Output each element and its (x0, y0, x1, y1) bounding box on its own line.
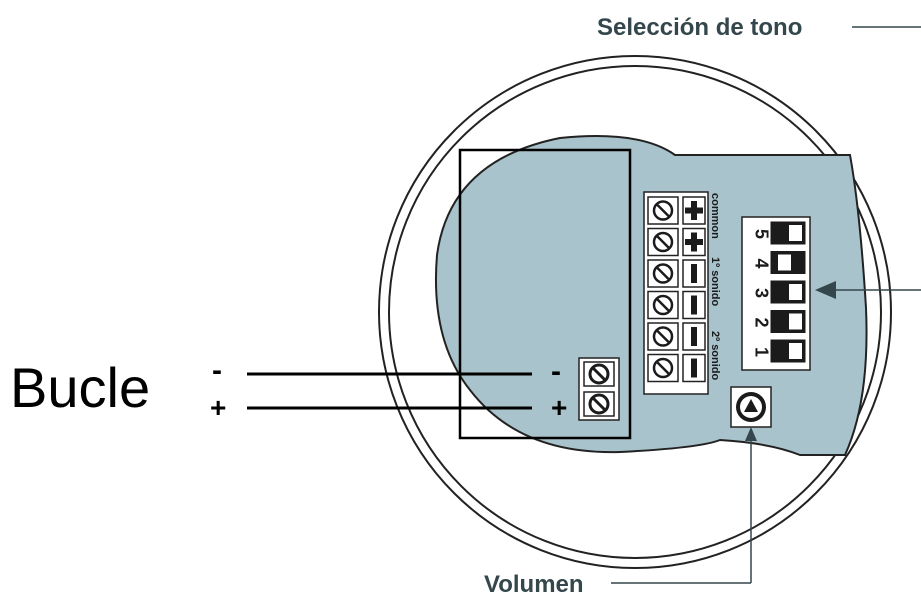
loop-terminals (578, 357, 620, 421)
tone-selection-label: Selección de tono (597, 14, 802, 41)
terminal-plus-sign: + (551, 392, 567, 423)
terminal-minus-mark (682, 353, 706, 383)
label-first-sound: 1º sonido (709, 257, 721, 307)
volume-knob (730, 386, 772, 428)
loop-plus-sign: + (210, 392, 226, 423)
wiring-area-frame (458, 148, 632, 440)
terminal-signs (682, 196, 706, 383)
terminal-block (643, 191, 709, 395)
terminal-screw (647, 259, 679, 288)
dip-switch-number: 5 (751, 229, 771, 239)
loop-minus-sign: - (212, 354, 222, 387)
terminal-plus-mark (682, 196, 706, 225)
tone-selection-arrowhead (815, 281, 836, 299)
terminal-screw (647, 322, 679, 351)
loop-label: Bucle (10, 356, 150, 419)
loop-screw-minus (588, 363, 610, 385)
label-second-sound: 2º sonido (709, 331, 721, 381)
dip-switch-position: 5 (751, 221, 806, 245)
dip-switch-number: 1 (751, 347, 771, 357)
volume-arrowhead (745, 427, 757, 441)
terminal-plus-mark (682, 227, 706, 257)
terminal-minus-sign: - (551, 355, 561, 388)
dip-switch-position: 4 (751, 251, 806, 274)
loop-screw-plus (588, 393, 610, 415)
housing-inner-ring (388, 65, 882, 559)
dip-switch-number: 2 (751, 317, 771, 327)
terminal-minus-mark (682, 322, 706, 351)
terminal-screw (647, 353, 679, 383)
terminal-screw (647, 227, 679, 257)
dip-switch-position: 3 (751, 280, 806, 304)
dip-switch: 5 4 3 2 1 (741, 216, 811, 371)
housing-outer-ring (378, 55, 892, 569)
label-common: common (709, 193, 721, 239)
terminal-screw (647, 290, 679, 320)
terminal-minus-mark (682, 259, 706, 288)
terminal-minus-mark (682, 290, 706, 320)
terminal-screw (647, 196, 679, 225)
terminal-screws (647, 196, 679, 383)
dip-switch-position: 1 (751, 339, 806, 363)
dip-switch-number: 3 (751, 288, 771, 298)
terminal-labels: common 1º sonido 2º sonido (709, 193, 721, 381)
dip-switch-number: 4 (751, 258, 771, 268)
dip-switch-position: 2 (751, 310, 806, 333)
volume-label: Volumen (484, 571, 584, 595)
